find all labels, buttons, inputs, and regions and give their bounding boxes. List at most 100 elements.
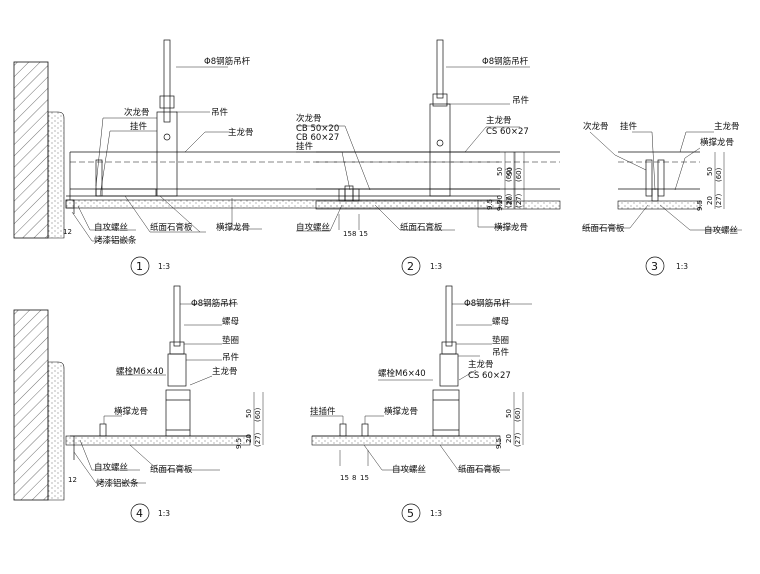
label-secondary-runner: 次龙骨 xyxy=(296,113,322,124)
dim-27: (27) xyxy=(515,193,523,208)
dim-60: (60) xyxy=(715,167,723,182)
label-board: 纸面石膏板 xyxy=(582,223,625,234)
label-board: 纸面石膏板 xyxy=(150,464,193,475)
dim-9-5: 9.5 xyxy=(235,438,243,449)
detail-scale: 1:3 xyxy=(676,262,688,271)
dim-60: (60) xyxy=(254,407,262,422)
detail-4: 50 (60) 20 (27) 9.5 12 Φ8钢筋吊杆 螺母 垫圈 吊件 主… xyxy=(13,285,264,523)
label-board: 纸面石膏板 xyxy=(150,222,193,233)
dim-15b: 15 xyxy=(359,230,368,238)
steel-rod xyxy=(163,39,171,123)
label-screw: 自攻螺丝 xyxy=(94,222,129,233)
label-washer: 垫圈 xyxy=(492,335,509,346)
label-rod: Φ8钢筋吊杆 xyxy=(204,56,251,67)
dim-9-5: 9.5 xyxy=(495,438,503,449)
label-hanger: 吊件 xyxy=(492,347,510,358)
detail-number: 2 xyxy=(407,260,414,273)
label-nut: 螺母 xyxy=(492,316,509,327)
label-hanger: 吊件 xyxy=(512,95,530,106)
dim-12: 12 xyxy=(68,476,77,484)
dim-15b: 15 xyxy=(360,474,369,482)
dim-20: 20 xyxy=(245,434,253,443)
label-main-runner: 主龙骨 xyxy=(468,359,494,370)
dim-12: 12 xyxy=(63,228,72,236)
detail-3: 50 (60) 20 (27) 9.5 次龙骨 挂件 主龙骨 横撑龙骨 纸面石膏… xyxy=(582,121,742,276)
label-trim: 烤漆铝嵌条 xyxy=(94,235,137,246)
label-hook: 挂插件 xyxy=(310,406,336,417)
label-screw: 自攻螺丝 xyxy=(296,222,331,233)
detail-2: 15 8 15 50 (60) 20 (27) 9.5 Φ8钢筋吊杆 吊件 主龙… xyxy=(296,39,561,276)
dim-60: (60) xyxy=(505,167,513,182)
label-main-runner: 主龙骨 xyxy=(212,366,238,377)
label-rod: Φ8钢筋吊杆 xyxy=(482,56,529,67)
label-brace: 横撑龙骨 xyxy=(494,222,528,233)
detail-scale: 1:3 xyxy=(430,262,442,271)
label-bolt: 螺栓M6×40 xyxy=(378,368,426,379)
dim-50: 50 xyxy=(245,409,253,418)
label-brace: 横撑龙骨 xyxy=(700,137,734,148)
dim-9-5: 9.5 xyxy=(696,200,704,211)
detail-scale: 1:3 xyxy=(430,509,442,518)
wall-hatch xyxy=(13,61,49,239)
dim-20: 20 xyxy=(505,434,513,443)
dim-50: 50 xyxy=(496,167,504,176)
detail-scale: 1:3 xyxy=(158,262,170,271)
label-main-cs: CS 60×27 xyxy=(486,127,529,137)
label-screw: 自攻螺丝 xyxy=(94,462,129,473)
nut xyxy=(159,95,175,109)
dim-60: (60) xyxy=(514,407,522,422)
label-rod: Φ8钢筋吊杆 xyxy=(464,298,511,309)
dim-50: 50 xyxy=(506,167,514,176)
dim-60: (60) xyxy=(515,167,523,182)
detail-number: 5 xyxy=(407,507,414,520)
label-washer: 垫圈 xyxy=(222,335,239,346)
dim-8: 8 xyxy=(352,230,356,238)
dim-50: 50 xyxy=(505,409,513,418)
label-secondary-runner: 次龙骨 xyxy=(124,107,150,118)
hanger-hole xyxy=(163,133,171,141)
label-brace: 横撑龙骨 xyxy=(216,222,250,233)
label-bolt: 螺栓M6×40 xyxy=(116,366,164,377)
label-brace: 横撑龙骨 xyxy=(384,406,418,417)
label-hanger: 吊件 xyxy=(211,107,229,118)
label-cb1: CB 50×20 xyxy=(296,124,339,134)
label-main-runner: 主龙骨 xyxy=(486,115,512,126)
detail-number: 4 xyxy=(136,507,143,520)
detail-number: 3 xyxy=(651,260,658,273)
label-hanger: 吊件 xyxy=(222,352,240,363)
hanger xyxy=(156,111,178,197)
dim-50: 50 xyxy=(706,167,714,176)
label-screw: 自攻螺丝 xyxy=(392,464,427,475)
dim-27: (27) xyxy=(715,193,723,208)
label-board: 纸面石膏板 xyxy=(458,464,501,475)
dim-15a: 15 xyxy=(340,474,349,482)
dim-27: (27) xyxy=(505,193,513,208)
label-main-cs: CS 60×27 xyxy=(468,371,511,381)
detail-marker xyxy=(130,256,150,276)
dim-27: (27) xyxy=(254,432,262,447)
detail-1: 50 (60) 20 (27) 9.5 12 Φ8钢筋吊杆 吊件 主龙骨 次龙骨… xyxy=(13,39,515,276)
detail-5: 15 8 15 50 (60) 20 (27) 9.5 Φ8钢筋吊杆 螺母 垫圈… xyxy=(310,285,532,523)
label-trim: 烤漆铝嵌条 xyxy=(96,478,139,489)
dim-9-5: 9.5 xyxy=(496,200,504,211)
label-board: 纸面石膏板 xyxy=(400,222,443,233)
label-nut: 螺母 xyxy=(222,316,239,327)
dim-8: 8 xyxy=(352,474,356,482)
dim-20: 20 xyxy=(706,196,714,205)
label-rod: Φ8钢筋吊杆 xyxy=(191,298,238,309)
label-clip: 挂件 xyxy=(296,141,314,152)
dim-20: 20 xyxy=(496,195,504,204)
label-cb2: CB 60×27 xyxy=(296,133,339,143)
label-clip: 挂件 xyxy=(620,121,638,132)
label-screw: 自攻螺丝 xyxy=(704,225,739,236)
detail-scale: 1:3 xyxy=(158,509,170,518)
label-clip: 挂件 xyxy=(130,121,148,132)
wall-plaster xyxy=(47,111,65,239)
dim-20: 20 xyxy=(506,196,514,205)
dim-27: (27) xyxy=(514,432,522,447)
label-brace: 横撑龙骨 xyxy=(114,406,148,417)
dim-15a: 15 xyxy=(343,230,352,238)
label-main-runner: 主龙骨 xyxy=(714,121,740,132)
